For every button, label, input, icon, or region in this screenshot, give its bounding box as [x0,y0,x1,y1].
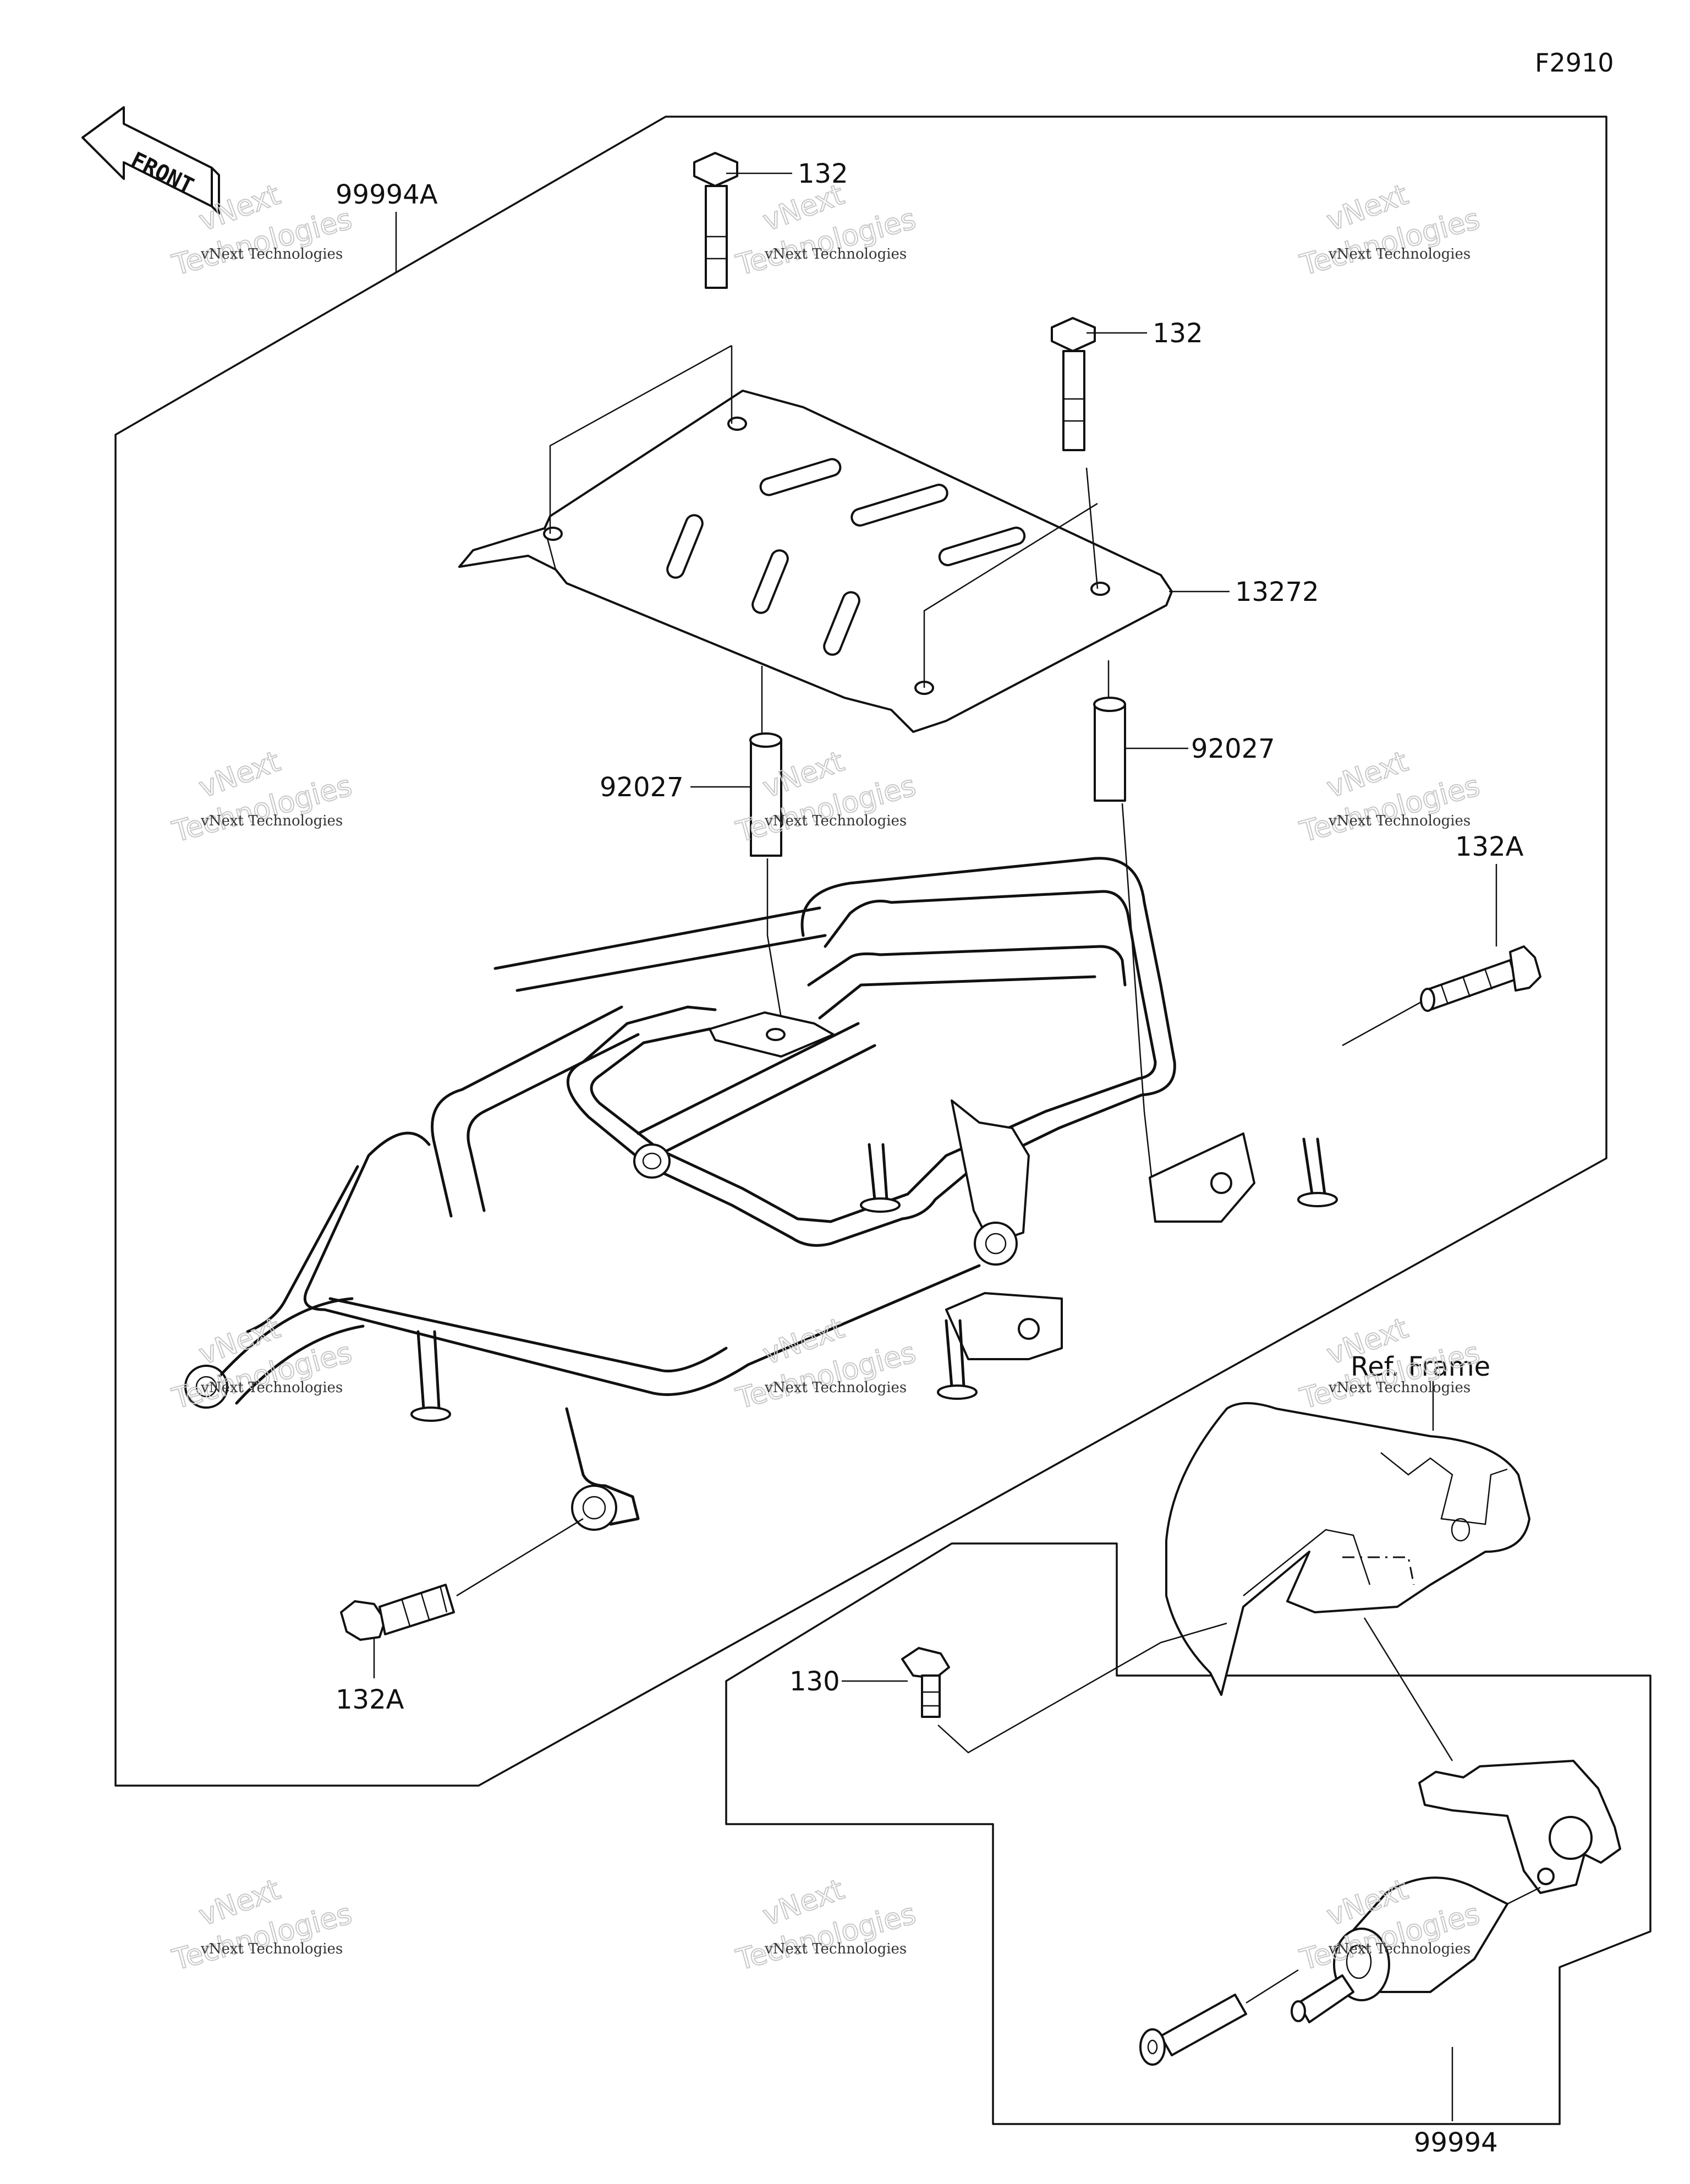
svg-text:vNext Technologies: vNext Technologies [764,1380,907,1396]
callout-bolt-top-right: 132 [1153,318,1203,349]
callout-bolt-top-left: 132 [798,158,848,189]
callouts: 99994A 132 132 13272 92027 92027 132A 13… [336,158,1524,2158]
lock-cylinder [1291,1876,1508,2023]
front-arrow-icon: FRONT [81,106,220,215]
carrier-frame [184,857,1338,1531]
ref-frame-label: Ref. Frame [1351,1351,1490,1382]
callout-bolt-side-right: 132A [1455,831,1524,862]
svg-text:vNext Technologies: vNext Technologies [1328,246,1470,262]
bolt-bottom-left-leader [456,1518,584,1597]
callout-bolt-small: 130 [789,1666,840,1697]
svg-text:vNext Technologies: vNext Technologies [200,246,343,262]
kit-outline-main [114,116,1607,1787]
svg-text:vNext Technologies: vNext Technologies [1328,1941,1470,1957]
lock-bracket [1418,1760,1621,1894]
svg-text:vNext Technologies: vNext Technologies [764,246,907,262]
lock-bracket-leader [1363,1617,1453,1761]
collar-right [1093,697,1126,802]
lock-bolt-leader [1245,1969,1299,2004]
kit-outline-lock [725,1542,1651,2125]
diagram-code: F2910 [1535,48,1614,78]
bolt-small [901,1647,950,1718]
callout-bolt-bottom-left: 132A [336,1684,404,1715]
carrier-plate [458,390,1173,733]
callout-kit-lock: 99994 [1414,2127,1498,2158]
bolt-side-right-leader [1342,1000,1423,1047]
bolt-side-right [1420,945,1541,1012]
callout-collar-right: 92027 [1191,734,1275,764]
lock-bolt [1139,1994,1247,2066]
lock-cylinder-leader [1507,1886,1541,1905]
svg-text:vNext Technologies: vNext Technologies [200,813,343,829]
svg-text:vNext Technologies: vNext Technologies [764,813,907,829]
plate-slots [666,458,1026,656]
svg-text:vNext Technologies: vNext Technologies [200,1941,343,1957]
frame-feet [410,1137,1338,1422]
collar-left [749,732,782,857]
bolt-top-left [693,152,738,289]
svg-text:vNext Technologies: vNext Technologies [200,1380,343,1396]
svg-text:vNext Technologies: vNext Technologies [764,1941,907,1957]
svg-text:vNext Technologies: vNext Technologies [1328,813,1470,829]
callout-collar-left: 92027 [600,772,684,803]
bolt-top-right [1051,317,1096,451]
svg-text:vNext Technologies: vNext Technologies [1328,1380,1470,1396]
callout-plate: 13272 [1235,577,1319,607]
bolt-small-leader [937,1622,1227,1754]
callout-kit-main: 99994A [336,179,438,210]
bolt-bottom-left [340,1584,455,1641]
ref-frame-bracket [1165,1402,1530,1696]
